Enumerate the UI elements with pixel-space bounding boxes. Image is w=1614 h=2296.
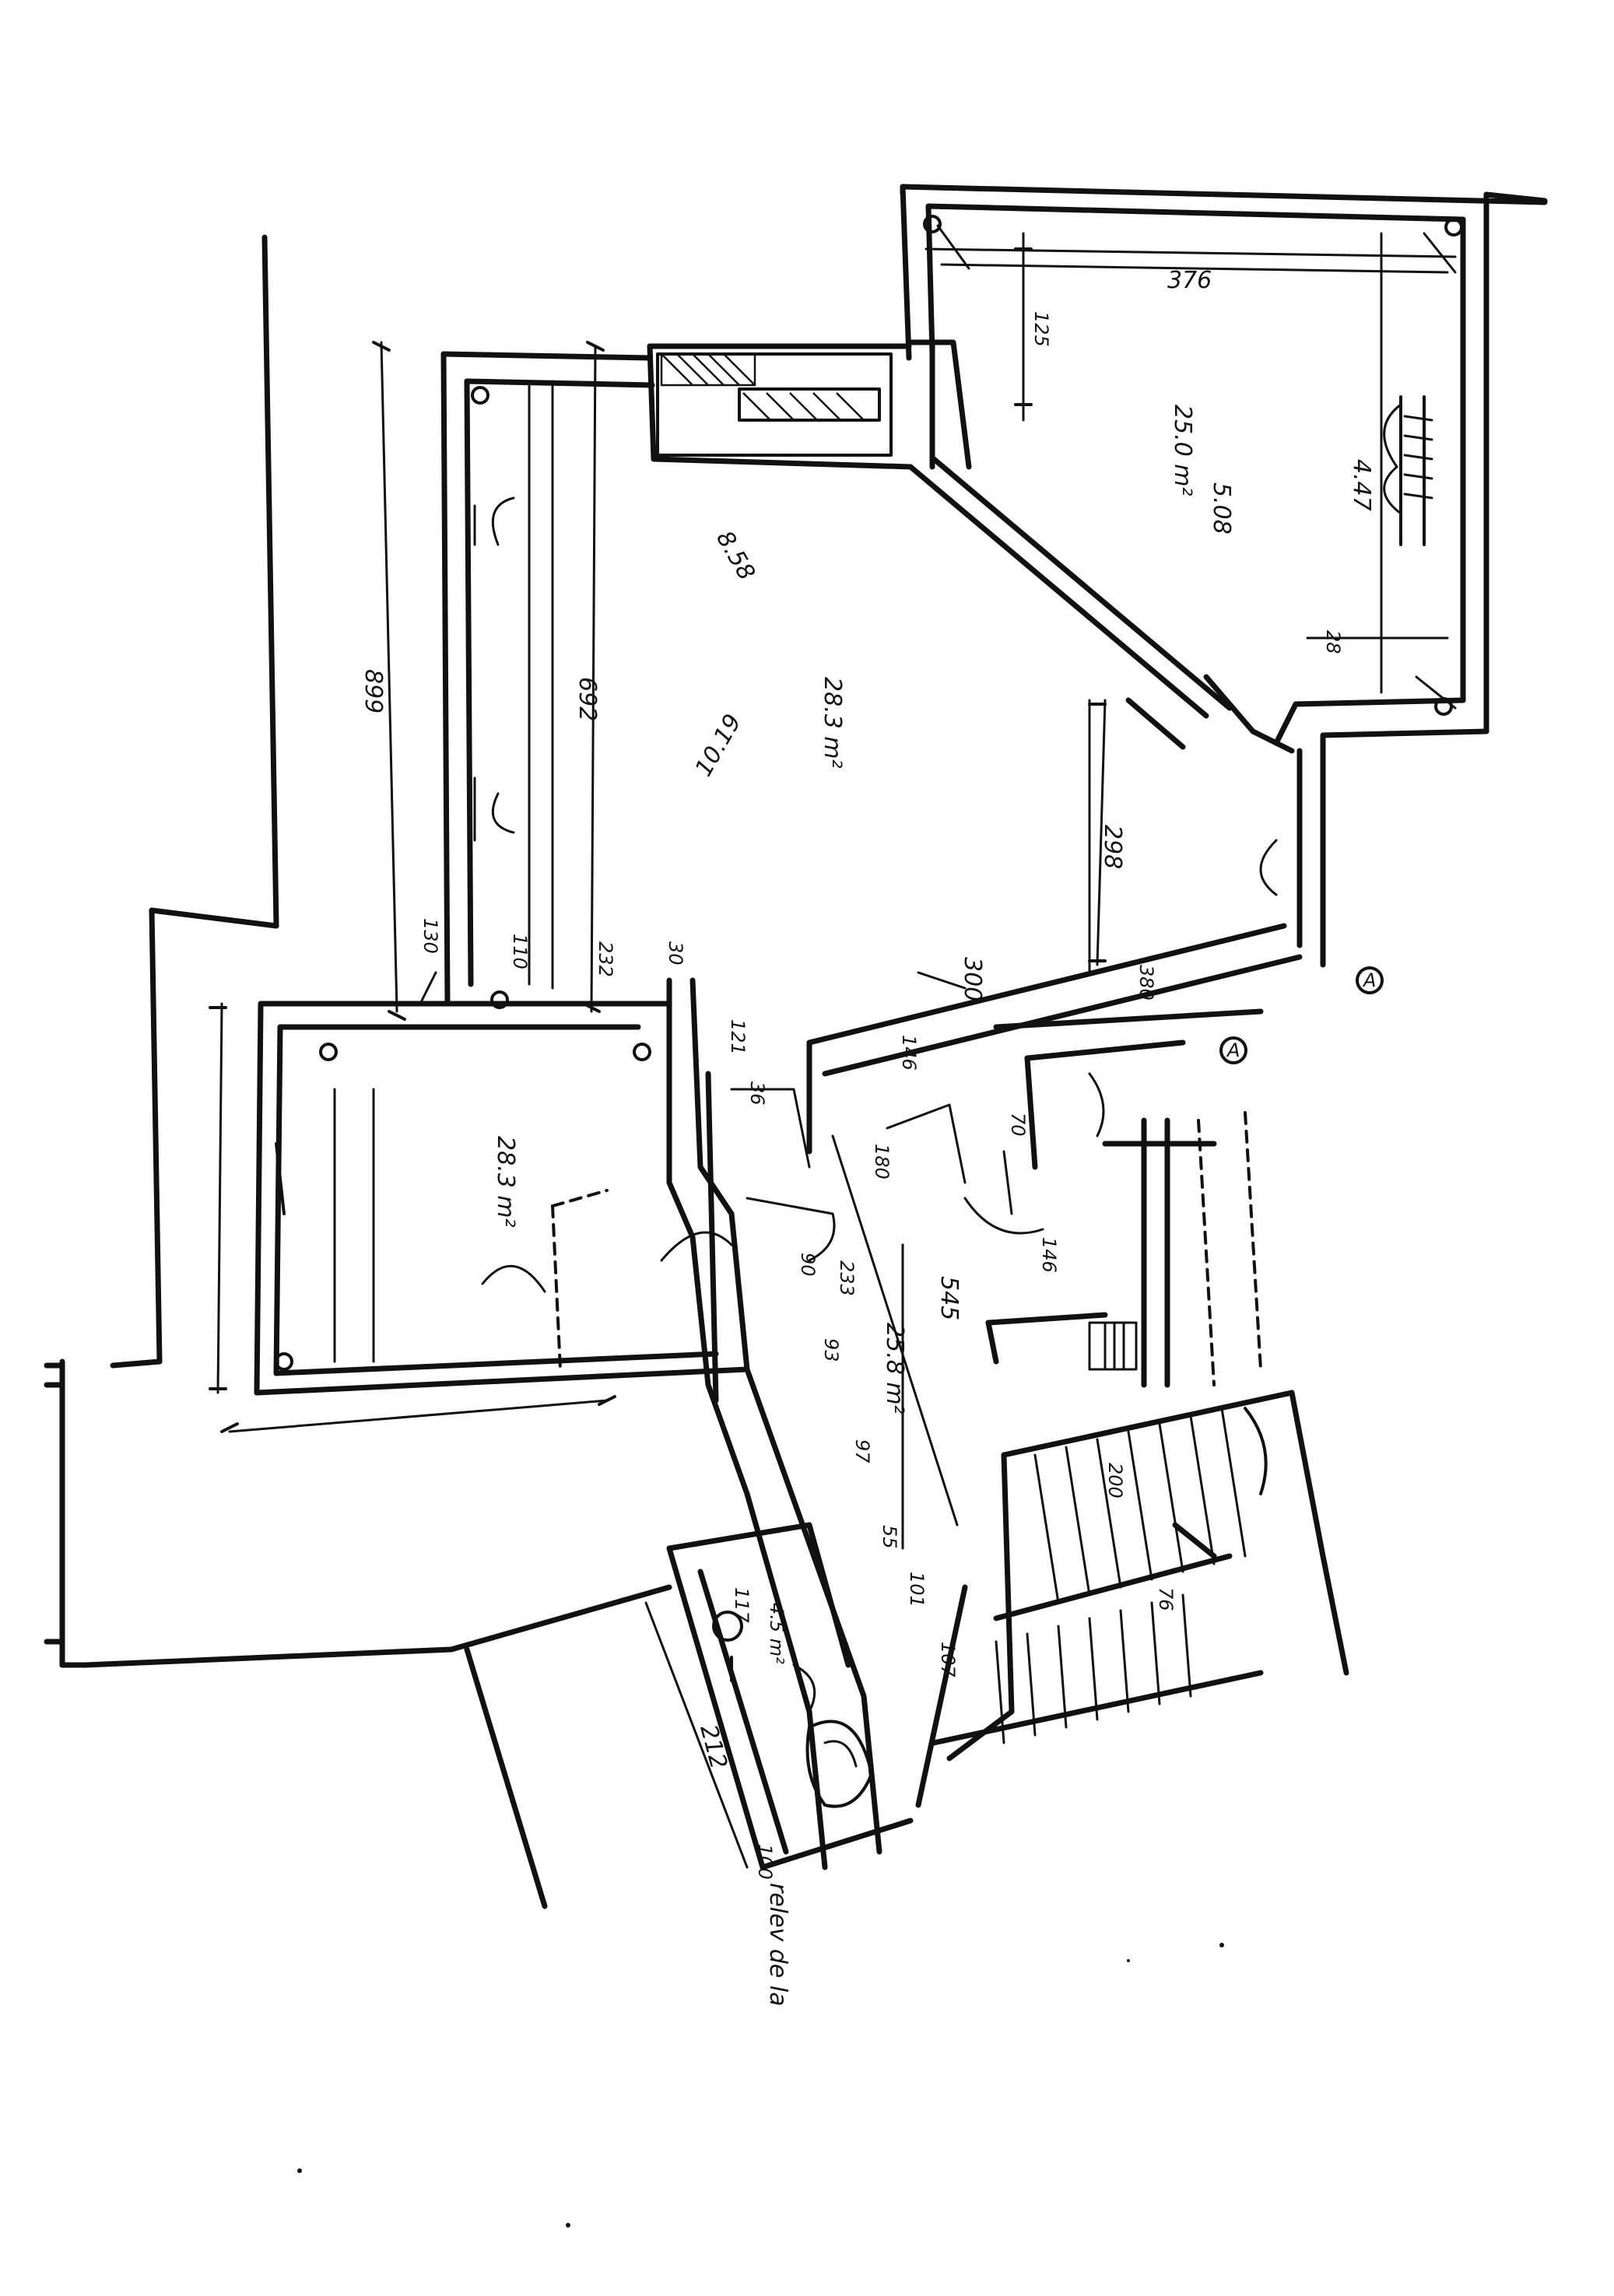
label-70: 70 [1007,1113,1029,1137]
label-117: 117 [731,1587,753,1624]
site-outline [44,184,1548,1909]
section-label-a2: A [1226,1039,1240,1061]
big-room-walls [440,351,1303,1077]
label-232: 232 [595,941,616,977]
label-200: 200 [1104,1463,1126,1499]
label-mid-area: 25.8 m² [881,1323,908,1414]
label-28: 28 [1322,630,1344,654]
note-releve: relev de la [764,1883,791,2007]
section-marker-a2 [1219,1036,1247,1064]
central-corridor [660,977,882,1870]
label-380: 380 [1135,965,1157,1001]
label-121: 121 [727,1019,749,1055]
label-899: 899 [360,669,387,713]
label-small-area: 28.3 m² [492,1136,519,1228]
label-107: 107 [937,1642,959,1678]
label-97: 97 [851,1439,873,1463]
small-room-walls [254,1001,750,1396]
label-298: 298 [1099,825,1126,869]
label-180: 180 [871,1144,893,1180]
label-10-19: 10.19 [690,710,747,781]
chimney [647,339,972,470]
label-110: 110 [509,934,531,969]
label-55: 55 [879,1525,900,1549]
right-rooms [963,1008,1264,1388]
label-90: 90 [797,1253,819,1277]
label-big-area: 28.3 m² [819,677,846,769]
label-233: 233 [836,1260,858,1296]
label-8-58: 8.58 [711,527,760,585]
label-30: 30 [665,941,686,966]
label-4-47: 4.47 [1348,459,1375,511]
label-36: 36 [746,1081,768,1106]
label-545: 545 [935,1276,963,1320]
dimension-lines [216,232,1449,1869]
section-marker-a1 [1356,966,1384,994]
label-5-08: 5.08 [1208,482,1235,535]
label-93: 93 [820,1338,842,1362]
pencil-specks [297,1943,1224,2228]
staircase [915,1390,1349,1808]
label-76: 76 [1155,1587,1177,1611]
label-146: 146 [898,1035,920,1071]
label-300: 300 [959,957,986,1001]
label-376: 376 [1167,267,1212,294]
label-top-area: 25.0 m² [1169,405,1196,496]
label-212: 212 [694,1722,732,1772]
label-146b: 146 [1038,1237,1060,1273]
label-692: 692 [574,677,601,721]
dimension-ticks [209,247,1107,1433]
label-101: 101 [906,1572,928,1607]
label-bath-area: 4.5 m² [766,1603,788,1664]
label-100: 100 [754,1844,776,1880]
label-125: 125 [1030,311,1052,347]
label-130: 130 [419,918,441,954]
section-label-a1: A [1362,969,1376,991]
bathroom-walls [666,1522,914,1870]
top-room-walls [900,184,1548,968]
